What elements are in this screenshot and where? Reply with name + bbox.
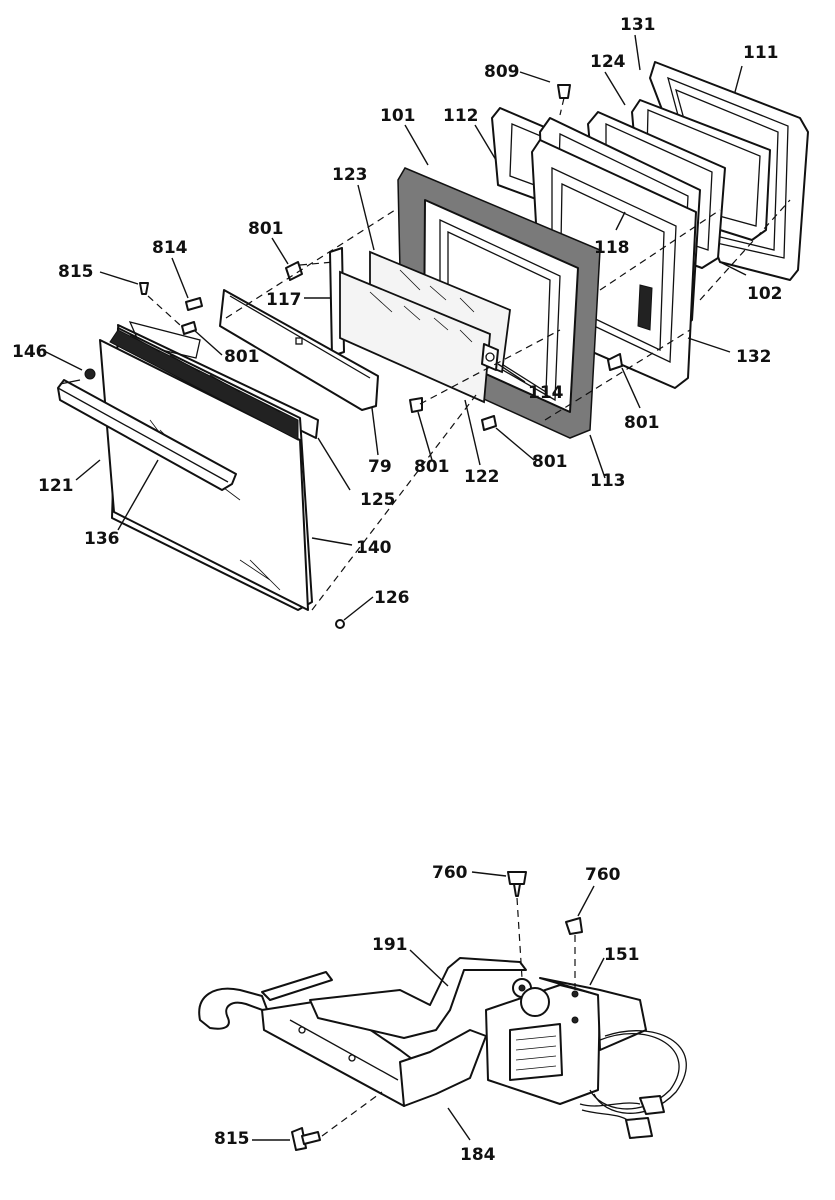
callout-191: 191 [372, 935, 408, 955]
callout-117: 117 [266, 290, 302, 310]
door-lock-assembly: 760 760 191 151 815 184 [198, 863, 687, 1165]
wire-harness [579, 1030, 687, 1139]
lock-assembly-lines [321, 897, 576, 1137]
screw-809 [557, 84, 571, 99]
callout-118: 118 [594, 238, 630, 258]
callout-102: 102 [747, 284, 783, 304]
lock-screws [291, 871, 583, 1151]
callout-760-right: 760 [585, 865, 621, 885]
callout-184: 184 [460, 1145, 496, 1165]
callout-136: 136 [84, 529, 120, 549]
callout-815-lock: 815 [214, 1129, 250, 1149]
callout-79: 79 [368, 457, 392, 477]
part-184-lock-bracket [198, 971, 487, 1107]
callout-815-door: 815 [58, 262, 94, 282]
part-136-door-handle [57, 379, 237, 491]
callout-131: 131 [620, 15, 656, 35]
callout-146: 146 [12, 342, 48, 362]
callout-814: 814 [152, 238, 188, 258]
screw-801-left [181, 321, 197, 335]
callout-111: 111 [743, 43, 779, 63]
part-122-glass [339, 270, 491, 404]
leader-lines [45, 34, 747, 621]
callout-113: 113 [590, 471, 626, 491]
callout-760-left: 760 [432, 863, 468, 883]
callout-122: 122 [464, 467, 500, 487]
screw-760-left [507, 871, 527, 897]
callout-126: 126 [374, 588, 410, 608]
callout-140: 140 [356, 538, 392, 558]
part-126-foot [335, 619, 345, 629]
callout-801-upper: 801 [248, 219, 284, 239]
screw-801-upper [285, 261, 303, 281]
callout-101: 101 [380, 106, 416, 126]
callout-121: 121 [38, 476, 74, 496]
callout-801-lower-center: 801 [532, 452, 568, 472]
lock-leader-lines [252, 871, 605, 1141]
callout-125: 125 [360, 490, 396, 510]
screw-760-right [565, 917, 583, 935]
part-114-clip [481, 343, 499, 371]
part-79-channel [219, 289, 379, 411]
screw-815 [139, 282, 149, 295]
callout-114: 114 [528, 383, 564, 403]
screw-801-lower-center [481, 415, 497, 431]
callout-801-left: 801 [224, 347, 260, 367]
callout-801-lower-left: 801 [414, 457, 450, 477]
screw-801-lower-left [409, 397, 423, 413]
assembly-lines [147, 97, 791, 611]
screw-815-lock [291, 1127, 321, 1151]
oven-door-assembly: 111 131 809 124 101 112 123 118 102 801 … [12, 15, 809, 629]
screw-801-right [607, 353, 623, 371]
screw-146 [84, 368, 96, 380]
callout-809: 809 [484, 62, 520, 82]
screw-814 [185, 297, 203, 311]
callout-132: 132 [736, 347, 772, 367]
part-151-lock-motor [485, 977, 647, 1105]
callout-124: 124 [590, 52, 626, 72]
callout-112: 112 [443, 106, 479, 126]
callout-801-right: 801 [624, 413, 660, 433]
callout-123: 123 [332, 165, 368, 185]
callout-151: 151 [604, 945, 640, 965]
screws [84, 84, 623, 629]
